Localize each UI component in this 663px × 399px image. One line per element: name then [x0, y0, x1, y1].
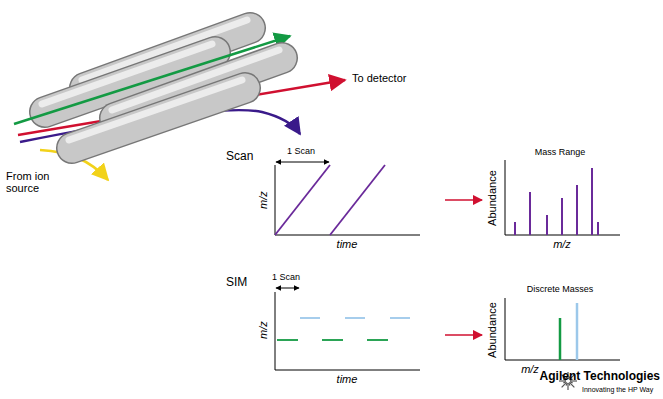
- axis-label: Abundance: [486, 302, 498, 358]
- mode-label: Scan: [226, 150, 253, 163]
- quadrupole-rods-front: [69, 50, 282, 148]
- discrete-masses-chart: [505, 298, 620, 360]
- axis-label: m/z: [257, 191, 269, 209]
- logo-ray: [562, 382, 567, 387]
- mass-range-chart: [505, 160, 620, 235]
- arrow: [445, 199, 482, 201]
- logo-ray: [569, 383, 570, 386]
- axis-label: m/z: [553, 238, 571, 250]
- ion-paths: [14, 36, 345, 180]
- axis-label: time: [337, 373, 358, 385]
- chart-title: Mass Range: [535, 148, 586, 158]
- mode-label: SIM: [226, 276, 247, 289]
- logo-name: Agilent Technologies: [540, 370, 660, 383]
- sim-plot: [275, 288, 420, 370]
- axis-label: m/z: [521, 363, 539, 375]
- scan-width-label: 1 Scan: [287, 147, 315, 157]
- chart-title: Discrete Masses: [527, 285, 594, 295]
- logo-tagline: Innovating the HP Way: [582, 386, 653, 394]
- axis-label: m/z: [257, 321, 269, 339]
- port-label: To detector: [352, 72, 406, 84]
- scan-width-label: 1 Scan: [272, 273, 300, 283]
- axis-label: time: [337, 238, 358, 250]
- logo-ray: [569, 382, 574, 387]
- port-label: From ion source: [6, 170, 68, 194]
- scan-plot: [275, 162, 420, 235]
- axis-label: Abundance: [486, 170, 498, 226]
- logo-ray: [567, 383, 568, 390]
- arrow: [445, 334, 482, 336]
